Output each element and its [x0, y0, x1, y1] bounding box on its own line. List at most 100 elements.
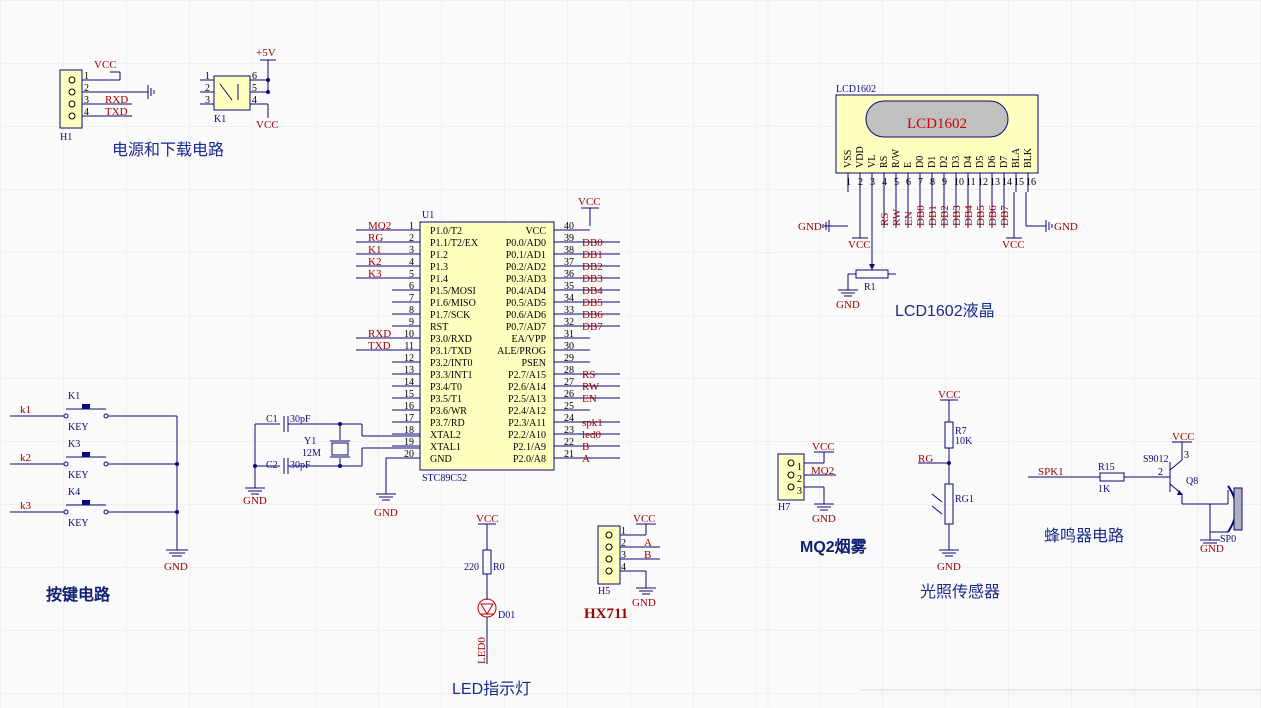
led-wires	[477, 523, 497, 664]
mcu-left-net[interactable]: K3	[368, 268, 382, 280]
lcd-section-title: LCD1602液晶	[895, 302, 995, 320]
h5-connector[interactable]	[597, 525, 621, 585]
mcu-right-net[interactable]: DB3	[582, 273, 603, 285]
lcd-net-label[interactable]: DB3	[951, 205, 963, 226]
led-section: VCC 220 R0 D01 LED0 LED指示灯	[452, 513, 531, 698]
led-vcc-label: VCC	[476, 513, 499, 525]
lcd-pin-name: VL	[867, 155, 878, 168]
r7-value: 10K	[955, 436, 973, 447]
mcu-right-net[interactable]: EN	[582, 393, 597, 405]
mcu-right-net[interactable]: DB0	[582, 237, 603, 249]
buzzer-section-title: 蜂鸣器电路	[1044, 527, 1124, 545]
mcu-right-net[interactable]: RS	[582, 369, 595, 381]
q8-base-pin: 2	[1158, 467, 1163, 478]
key-cap	[82, 500, 90, 505]
mcu-right-net[interactable]: A	[582, 453, 590, 465]
mcu-right-pin-name: P0.0/AD0	[506, 238, 546, 249]
h1-vcc-label: VCC	[94, 59, 117, 71]
y1-ref: Y1	[304, 436, 316, 447]
mcu-left-pin-name: P1.1/T2/EX	[430, 238, 479, 249]
mcu-right-net[interactable]: DB7	[582, 321, 603, 333]
mcu-left-pin-num: 15	[404, 389, 414, 400]
led-r-ref: R0	[493, 562, 505, 573]
mcu-right-net[interactable]: RW	[582, 381, 600, 393]
mcu-right-net[interactable]: DB1	[582, 249, 603, 261]
lcd-net-label[interactable]: DB1	[927, 205, 939, 226]
lcd-pin-num: 14	[1002, 177, 1012, 188]
mcu-left-pin-num: 17	[404, 413, 414, 424]
h7-gnd-label: GND	[812, 513, 836, 525]
mcu-left-pin-num: 4	[409, 257, 414, 268]
mcu-gnd-label: GND	[374, 507, 398, 519]
mcu-left-pin-num: 19	[404, 437, 414, 448]
h1-connector[interactable]	[59, 69, 83, 129]
lcd-pin-num: 6	[906, 177, 911, 188]
mcu-right-pin-name: P0.5/AD5	[506, 298, 546, 309]
h7-mq2-net: MQ2	[811, 465, 834, 477]
h5-ref: H5	[598, 586, 610, 597]
h1-ref: H1	[60, 132, 72, 143]
power-section-title: 电源和下载电路	[112, 141, 224, 159]
mcu-right-pin-num: 24	[564, 413, 574, 424]
mcu-left-pin-num: 11	[404, 341, 414, 352]
lcd-net-label[interactable]: DB6	[987, 205, 999, 226]
mcu-part: STC89C52	[422, 473, 467, 484]
mcu-left-net[interactable]: MQ2	[368, 220, 391, 232]
h5-vcc-label: VCC	[633, 513, 656, 525]
mcu-left-pin-name: P3.0/RXD	[430, 334, 472, 345]
key-cap	[82, 452, 90, 457]
light-vcc-label: VCC	[938, 389, 961, 401]
mcu-right-pin-name: P2.0/A8	[513, 454, 546, 465]
mcu-right-net[interactable]: B	[582, 441, 589, 453]
lcd-pin-name: D7	[999, 156, 1010, 168]
mcu-left-pin-name: P1.2	[430, 250, 448, 261]
lcd-pin-num: 7	[918, 177, 923, 188]
key-net: k3	[20, 500, 32, 512]
h1-pin-2: 2	[84, 83, 89, 94]
mcu-left-pin-num: 18	[404, 425, 414, 436]
mcu-body[interactable]	[419, 221, 555, 471]
mcu-left-net[interactable]: RG	[368, 232, 383, 244]
lcd-net-label[interactable]: DB4	[963, 205, 975, 226]
lcd-pin-name: D5	[975, 156, 986, 168]
crystal-wires	[245, 416, 420, 495]
lcd-net-label[interactable]: DB5	[975, 205, 987, 226]
lcd-net-label[interactable]: DB2	[939, 205, 951, 226]
c2-value: 30pF	[290, 460, 311, 471]
k1-switch-wires	[200, 59, 276, 118]
mcu-right-net[interactable]: DB5	[582, 297, 603, 309]
mcu-right-net[interactable]: led0	[582, 429, 601, 441]
mcu-left-net[interactable]: K2	[368, 256, 381, 268]
h5-a-net: A	[644, 537, 652, 549]
lcd-net-label[interactable]: DB7	[999, 205, 1011, 226]
lcd-label: LCD1602	[907, 116, 967, 132]
h7-connector[interactable]	[777, 453, 805, 501]
lcd-net-label[interactable]: RS	[879, 213, 891, 226]
mcu-right-net[interactable]: spk1	[582, 417, 603, 429]
mcu-right-pin-name: P2.3/A11	[508, 418, 546, 429]
mcu-right-net[interactable]: DB4	[582, 285, 603, 297]
key-contact	[63, 461, 69, 467]
h7-ref: H7	[778, 502, 790, 513]
mcu-left-net[interactable]: TXD	[368, 340, 391, 352]
mcu-left-pin-num: 8	[409, 305, 414, 316]
k1-power-switch[interactable]	[213, 75, 251, 111]
key-ref: K3	[68, 439, 80, 450]
lcd-pin-num: 3	[870, 177, 875, 188]
sp0-ref: SP0	[1220, 534, 1236, 545]
lcd-net-label[interactable]: DB0	[915, 205, 927, 226]
h5-pin-2: 2	[621, 538, 626, 549]
lcd-net-label[interactable]: EN	[903, 211, 915, 226]
r1-ref: R1	[864, 282, 876, 293]
mcu-right-net[interactable]: DB2	[582, 261, 603, 273]
mcu-right-pin-name: P2.4/A12	[508, 406, 546, 417]
mcu-left-net[interactable]: K1	[368, 244, 381, 256]
mcu-left-net[interactable]: RXD	[368, 328, 391, 340]
lcd-pin-name: E	[903, 162, 914, 168]
rg1-ref: RG1	[955, 494, 974, 505]
r15-ref: R15	[1098, 462, 1115, 473]
lcd-pin-num: 4	[882, 177, 887, 188]
lcd-net-label[interactable]: RW	[891, 208, 903, 226]
mcu-right-net[interactable]: DB6	[582, 309, 603, 321]
